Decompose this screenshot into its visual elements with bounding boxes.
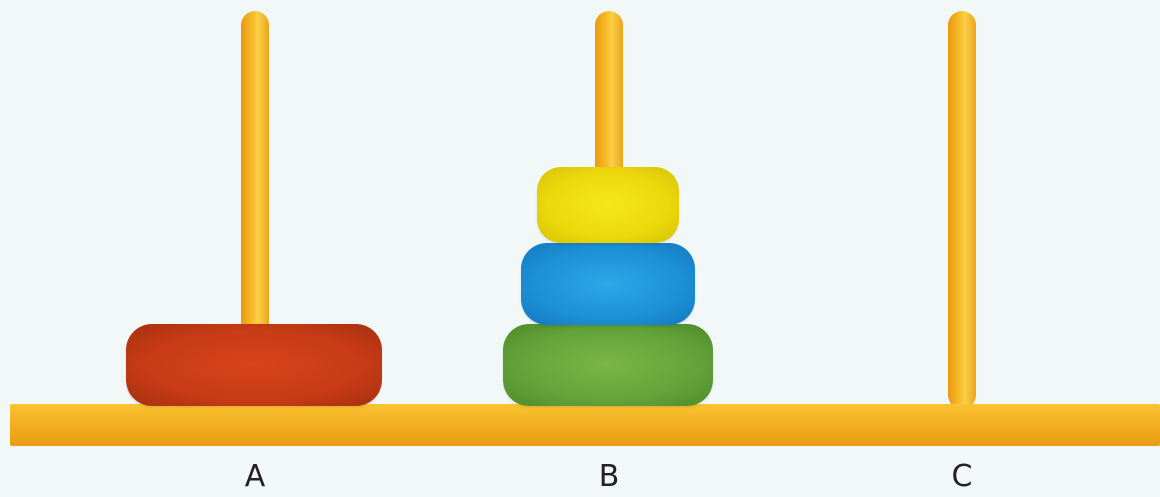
peg-label-c: C <box>951 459 973 494</box>
disk-yellow-small[interactable] <box>537 167 679 243</box>
disk-blue-medium[interactable] <box>521 243 695 325</box>
base-board <box>10 404 1160 446</box>
peg-label-b: B <box>598 459 620 494</box>
peg-c[interactable] <box>948 11 976 409</box>
peg-label-a: A <box>244 459 266 494</box>
disk-red-large[interactable] <box>126 324 382 406</box>
disk-green-large[interactable] <box>503 324 713 406</box>
peg-b[interactable] <box>595 11 623 181</box>
